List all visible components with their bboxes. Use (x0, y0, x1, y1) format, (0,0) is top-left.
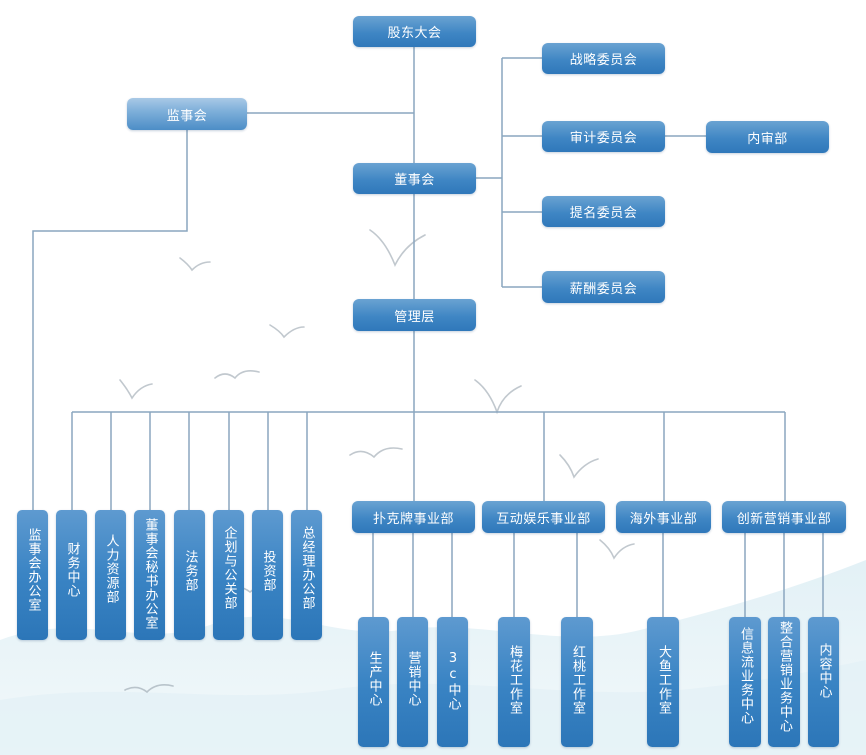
dept-planning-pr: 企划与公关部 (213, 510, 244, 640)
bird-icon (559, 454, 599, 479)
sub-plum-studio: 梅花工作室 (498, 617, 530, 747)
bu-interactive-entertainment: 互动娱乐事业部 (482, 501, 605, 533)
sub-label: 内容中心 (816, 643, 832, 699)
node-management: 管理层 (353, 299, 476, 331)
dept-label: 监事会办公室 (25, 528, 41, 612)
bu-label: 创新营销事业部 (736, 511, 832, 527)
bird-icon (179, 257, 211, 272)
sub-integrated-marketing: 整合营销业务中心 (768, 617, 800, 747)
node-label: 提名委员会 (569, 206, 638, 221)
node-audit-committee: 审计委员会 (542, 121, 665, 152)
bird-icon (599, 539, 635, 560)
node-label: 内审部 (747, 131, 788, 147)
dept-gm-office: 总经理办公部 (291, 510, 322, 640)
node-nomination-committee: 提名委员会 (542, 196, 665, 227)
node-strategy-committee: 战略委员会 (542, 43, 665, 74)
dept-investment: 投资部 (252, 510, 283, 640)
bird-icon (349, 447, 403, 459)
node-label: 股东大会 (387, 26, 442, 41)
node-board: 董事会 (353, 163, 476, 194)
bird-icon (119, 379, 153, 400)
sub-label: 信息流业务中心 (738, 627, 753, 725)
bu-label: 互动娱乐事业部 (496, 511, 591, 527)
bu-label: 扑克牌事业部 (372, 511, 454, 527)
bu-overseas: 海外事业部 (616, 501, 711, 533)
sub-label: 3c中心 (445, 651, 461, 711)
bird-icon (214, 370, 260, 380)
sub-label: 营销中心 (405, 651, 421, 707)
dept-board-secretary: 董事会秘书办公室 (134, 510, 165, 640)
sub-marketing-center: 营销中心 (397, 617, 428, 747)
dept-label: 人力资源部 (103, 534, 119, 604)
dept-label: 董事会秘书办公室 (142, 518, 158, 630)
sub-content-center: 内容中心 (808, 617, 839, 747)
sub-label: 生产中心 (366, 651, 382, 707)
dept-legal: 法务部 (174, 510, 205, 640)
bird-icon (124, 684, 174, 694)
dept-supervisory-office: 监事会办公室 (17, 510, 48, 640)
dept-label: 投资部 (260, 550, 276, 592)
node-label: 审计委员会 (569, 131, 638, 146)
node-shareholders: 股东大会 (353, 16, 476, 47)
node-label: 监事会 (166, 108, 208, 124)
sub-3c-center: 3c中心 (437, 617, 468, 747)
dept-label: 企划与公关部 (221, 526, 237, 610)
dept-hr: 人力资源部 (95, 510, 126, 640)
dept-label: 总经理办公部 (299, 526, 315, 610)
sub-label: 梅花工作室 (507, 645, 522, 715)
sub-label: 红桃工作室 (570, 645, 585, 715)
sub-production-center: 生产中心 (358, 617, 389, 747)
node-label: 战略委员会 (569, 53, 638, 68)
bu-innovative-marketing: 创新营销事业部 (722, 501, 846, 533)
sub-label: 大鱼工作室 (656, 645, 671, 715)
dept-label: 法务部 (182, 550, 198, 592)
sub-feed-business: 信息流业务中心 (729, 617, 761, 747)
node-label: 董事会 (394, 173, 435, 188)
node-label: 薪酬委员会 (569, 281, 638, 297)
bu-poker: 扑克牌事业部 (352, 501, 475, 533)
dept-finance-center: 财务中心 (56, 510, 87, 640)
node-supervisory-board: 监事会 (127, 98, 247, 130)
node-compensation-committee: 薪酬委员会 (542, 271, 665, 303)
sub-heart-studio: 红桃工作室 (561, 617, 593, 747)
bird-icon (269, 324, 305, 339)
dept-label: 财务中心 (64, 542, 80, 598)
sub-label: 整合营销业务中心 (777, 621, 792, 733)
sub-big-fish-studio: 大鱼工作室 (647, 617, 679, 747)
node-internal-audit: 内审部 (706, 121, 829, 153)
bu-label: 海外事业部 (629, 511, 698, 527)
node-label: 管理层 (394, 309, 435, 325)
